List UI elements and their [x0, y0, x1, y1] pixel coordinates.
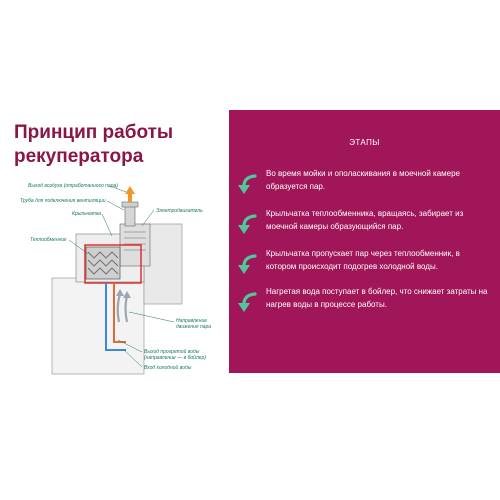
machine-body: [51, 277, 145, 375]
label-hot-water-line-2: (направление — в бойлер): [144, 355, 207, 361]
heat-exchanger-fins: [87, 251, 119, 275]
stage-text-1: Во время мойки и ополаскивания в моечной…: [266, 169, 461, 191]
leader-line: [68, 239, 89, 255]
curved-arrow-icon: [238, 214, 257, 234]
stages-heading: ЭТАПЫ: [349, 138, 380, 147]
label-steam-direction: Направление движения пара: [176, 318, 211, 330]
page-title: Принцип работы рекуператора: [14, 121, 224, 169]
label-steam-direction-line-2: движения пара: [176, 324, 212, 330]
curved-arrow-icon: [238, 292, 257, 312]
stages-panel: ЭТАПЫ Во время мойки и ополаскивания в м…: [229, 110, 500, 373]
label-exhaust-outlet: Выход воздуха (отработанного пара): [28, 183, 118, 189]
leader-line: [128, 311, 175, 323]
cold-water-pipe: [105, 283, 126, 351]
steam-arrow-head: [116, 289, 124, 296]
curved-arrow-icon: [238, 254, 257, 274]
label-impeller: Крыльчатка: [72, 211, 102, 217]
steam-arrow: [124, 295, 129, 323]
vent-pipe-cap: [121, 201, 139, 208]
leader-line: [109, 185, 127, 193]
leader-line: [117, 339, 143, 353]
steam-arrow-head: [123, 291, 131, 298]
curved-arrow-icon: [238, 174, 257, 194]
leader-line: [101, 213, 113, 237]
leader-line: [141, 209, 155, 227]
stage-text-3: Крыльчатка пропускает пар через теплообм…: [266, 249, 460, 271]
label-cold-water: Вход холодной воды: [144, 365, 192, 371]
vent-pipe: [124, 205, 136, 227]
recuperator-diagram: Выход воздуха (отработанного пара) Труба…: [14, 172, 224, 377]
diagram-drawing: [51, 185, 183, 375]
leader-line: [123, 349, 143, 368]
title-line-1: Принцип работы: [14, 122, 174, 143]
stage-text-2: Крыльчатка теплообменника, вращаясь, заб…: [266, 209, 464, 231]
leader-line: [106, 200, 125, 211]
label-steam-direction-line-1: Направление: [176, 318, 208, 324]
stage-text-4: Нагретая вода поступает в бойлер, что сн…: [266, 287, 488, 309]
label-ventilation-pipe: Труба для подключения вентиляции: [20, 198, 106, 204]
label-hot-water: Выход прогретой воды (направление — в бо…: [144, 349, 206, 361]
label-heat-exchanger: Теплообменник: [30, 237, 67, 243]
label-motor: Электродвигатель: [156, 208, 203, 214]
label-hot-water-line-1: Выход прогретой воды: [144, 349, 200, 355]
steam-arrow: [116, 293, 122, 323]
exhaust-arrow: [125, 186, 135, 202]
title-line-2: рекуператора: [14, 146, 144, 167]
